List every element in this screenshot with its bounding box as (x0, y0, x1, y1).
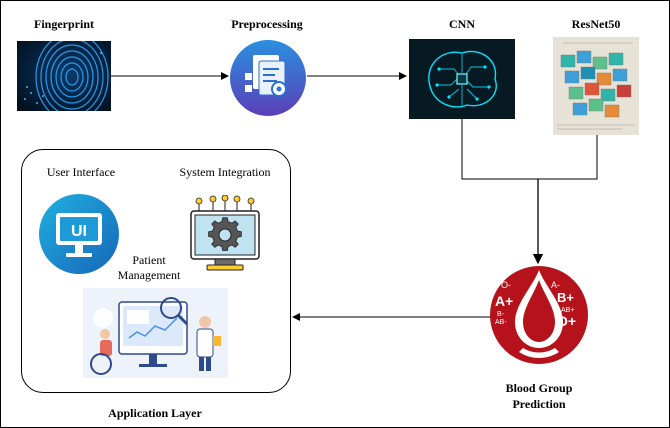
ui-monitor-icon: UI (39, 194, 119, 274)
document-gear-icon (230, 40, 306, 116)
blood-type-ab-pos: AB+ (561, 307, 574, 314)
blood-group-prediction-label: Blood Group Prediction (506, 380, 573, 412)
network-blocks-image (553, 37, 639, 135)
cnn-label: CNN (449, 17, 475, 31)
application-layer-title: Application Layer (108, 406, 202, 420)
resnet-label: ResNet50 (571, 17, 621, 31)
preprocessing-label: Preprocessing (231, 17, 303, 31)
blood-drop-icon: O- A+ B- AB- A- B+ AB+ O+ (490, 266, 588, 364)
patient-management-illustration (83, 288, 228, 378)
connector-cnn-down (461, 119, 538, 180)
blood-type-o-pos: O+ (557, 313, 576, 329)
blood-type-a-pos: A+ (495, 293, 513, 309)
ui-glyph: UI (71, 223, 87, 240)
neural-brain-image (409, 39, 515, 119)
blood-type-ab-neg: AB- (495, 319, 507, 326)
blood-type-a-neg: A- (551, 280, 560, 290)
blood-type-b-pos: B+ (557, 290, 574, 305)
blood-type-b-neg: B- (497, 311, 505, 318)
patient-management-label: Patient Management (118, 253, 181, 283)
blood-label-line2: Prediction (512, 397, 566, 411)
fingerprint-label: Fingerprint (34, 17, 94, 31)
patient-label-line2: Management (117, 268, 181, 282)
monitor-gear-icon (190, 195, 260, 271)
user-interface-label: User Interface (46, 165, 116, 179)
blood-type-o-neg: O- (501, 280, 511, 290)
system-integration-label: System Integration (179, 165, 271, 179)
fingerprint-image (17, 41, 111, 111)
application-layer-box (21, 149, 291, 393)
blood-label-line1: Blood Group (505, 381, 573, 395)
patient-label-line1: Patient (132, 253, 166, 267)
connector-resnet-down (538, 133, 598, 180)
